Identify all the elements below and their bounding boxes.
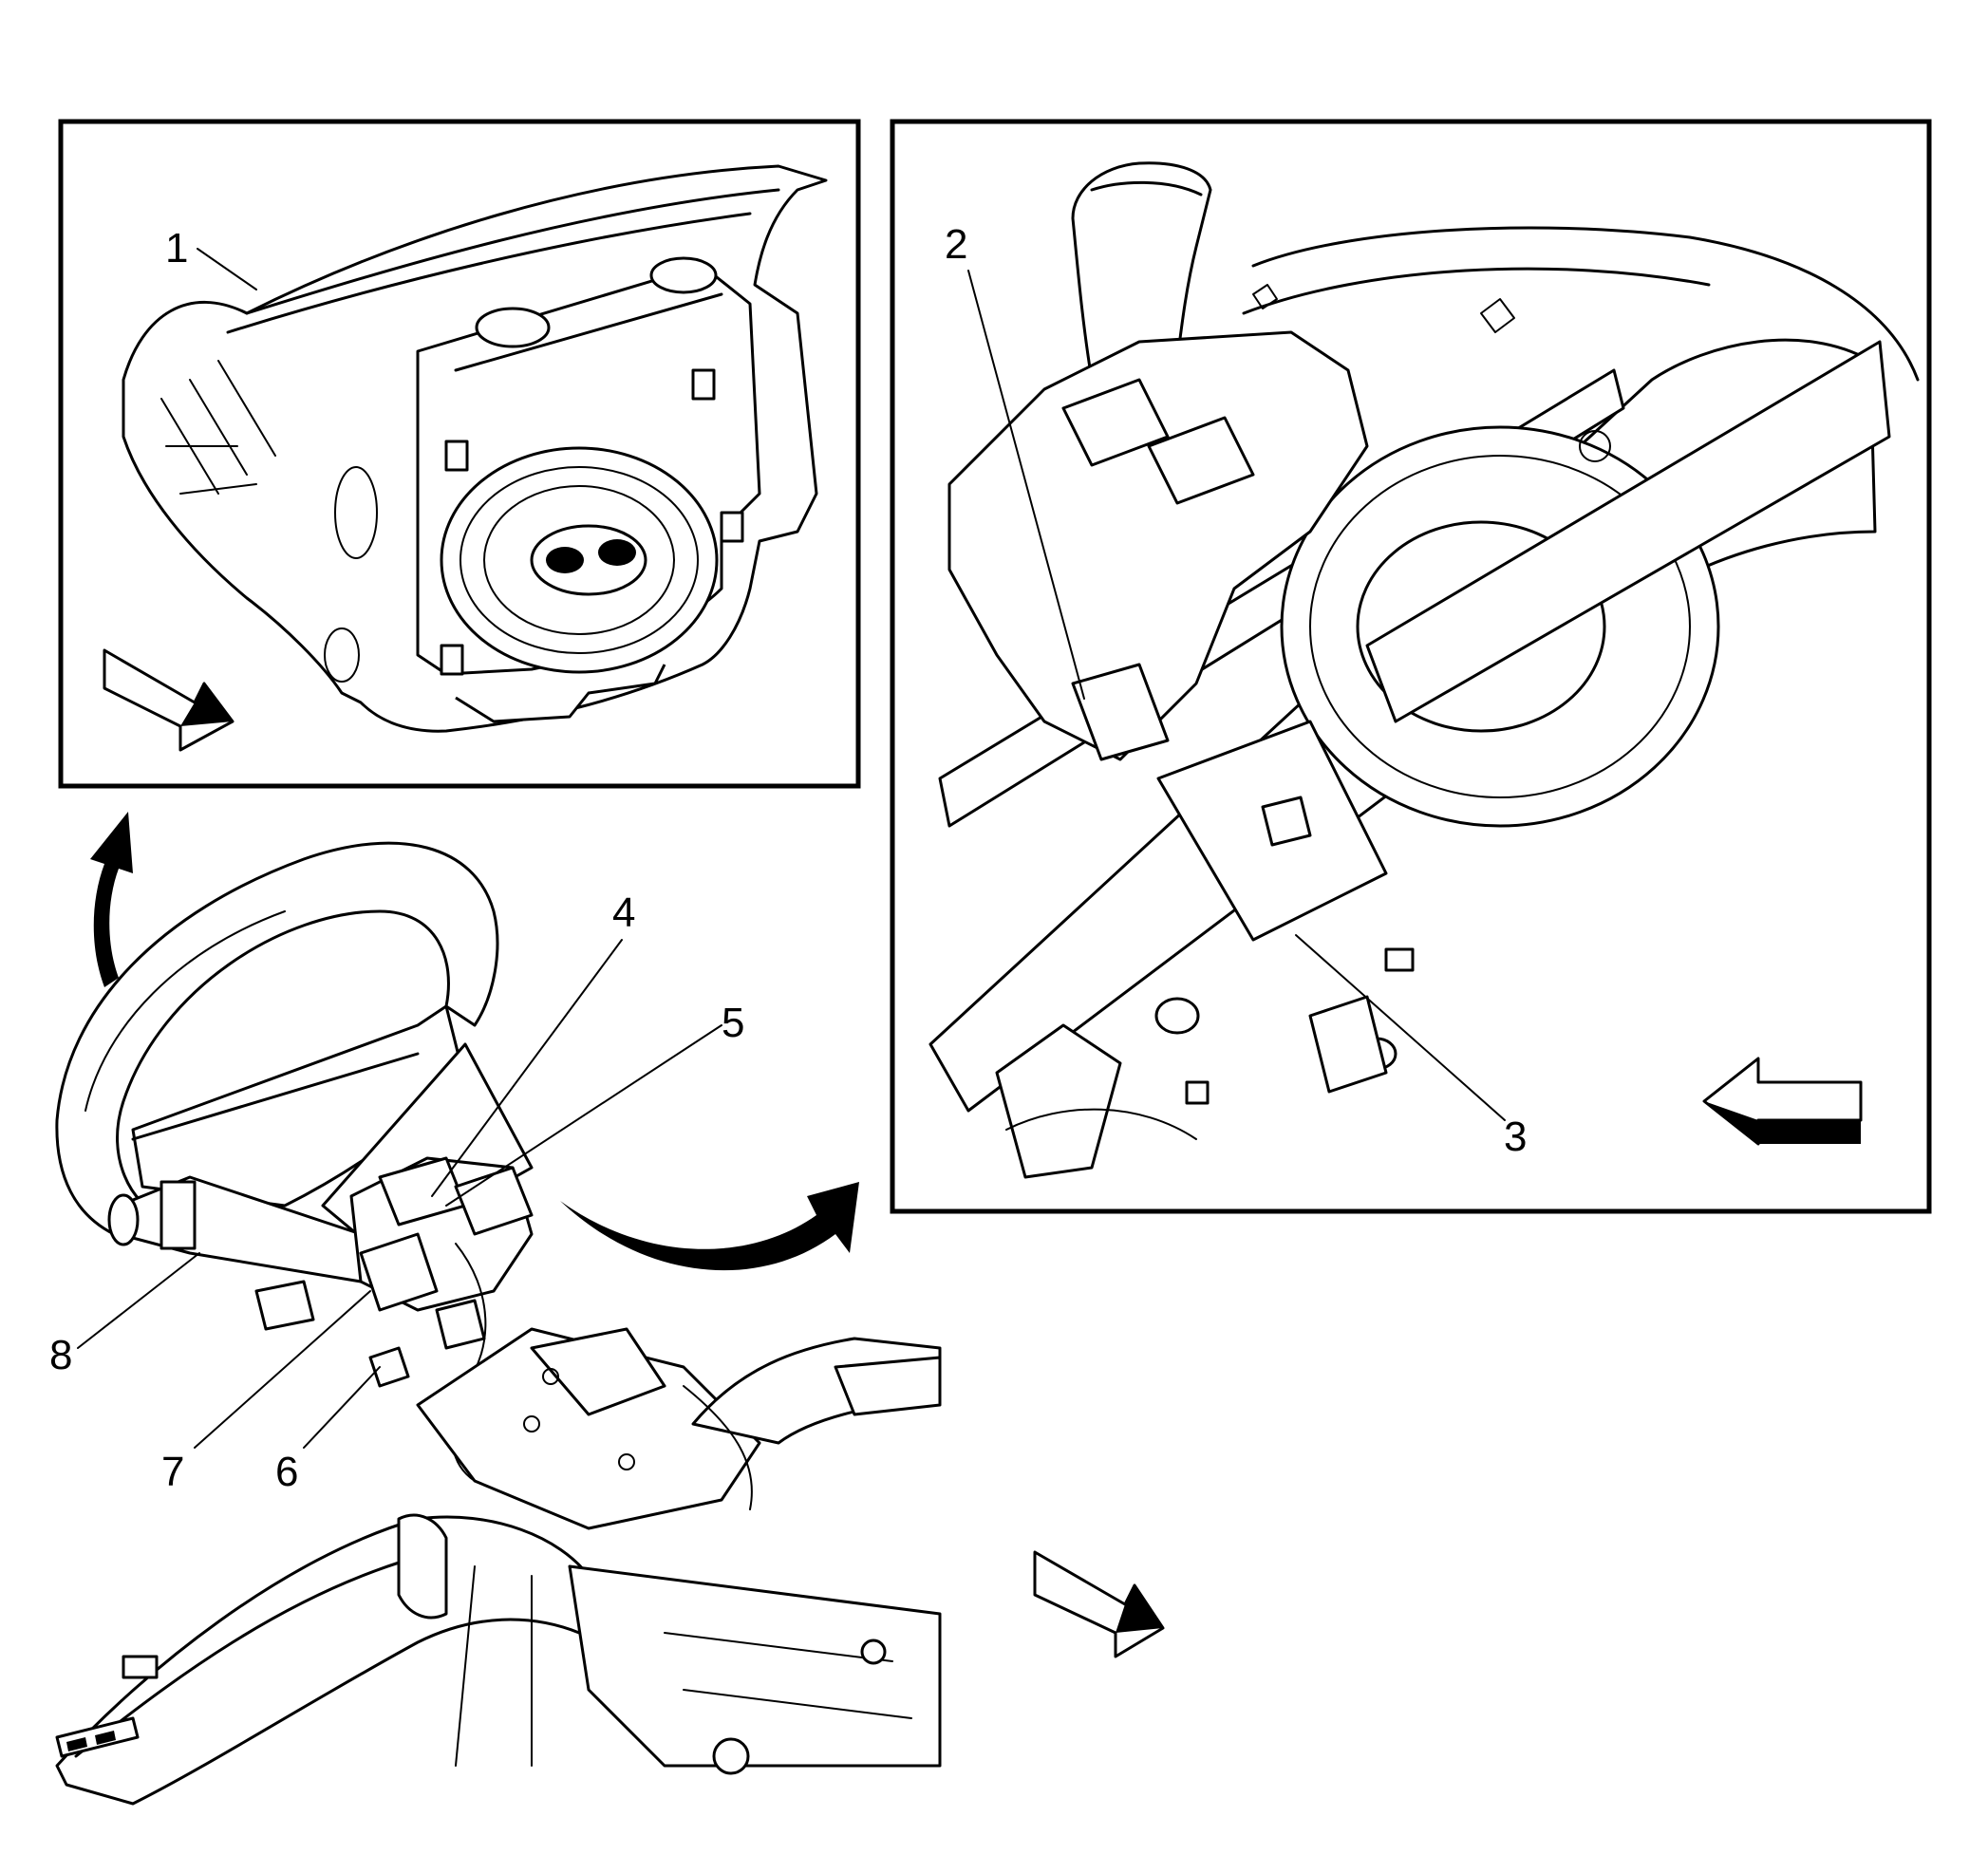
view-direction-arrow-icon (103, 648, 234, 752)
callout-8-leader (77, 1252, 200, 1349)
callout-7-leader (194, 1290, 371, 1449)
clockspring-inset-frame (890, 119, 1932, 1214)
callout-5-leader (445, 1024, 722, 1207)
steering-column (416, 1327, 942, 1530)
callout-4-leader (431, 939, 623, 1197)
view-direction-arrow-icon (1702, 1057, 1863, 1146)
callout-4-label: 4 (612, 890, 635, 936)
airbag-inset-frame (58, 119, 861, 789)
callout-1-leader (197, 248, 257, 290)
airbag-inset: 1 (58, 119, 861, 789)
clockspring-detail (928, 161, 1920, 1179)
callout-1-label: 1 (165, 225, 188, 272)
turn-signal-lever (107, 1175, 363, 1283)
clockspring-cluster (254, 1156, 534, 1482)
callout-5-label: 5 (722, 1000, 744, 1046)
callout-7-label: 7 (161, 1449, 184, 1495)
callout-6-leader (303, 1366, 381, 1449)
view-direction-arrow-icon (1033, 1550, 1165, 1658)
steering-assembly-main-view: 4 5 6 7 8 (49, 812, 1165, 1806)
callout-2-label: 2 (945, 221, 967, 268)
callout-2-leader (967, 270, 1085, 700)
callout-3-leader (1295, 934, 1506, 1121)
curved-arrow-icon (90, 812, 133, 987)
clockspring-inset: 2 3 (890, 119, 1932, 1214)
curved-arrow-icon (560, 1182, 859, 1271)
callout-8-label: 8 (49, 1332, 72, 1378)
callout-3-label: 3 (1504, 1114, 1527, 1160)
airbag-module (122, 164, 828, 733)
dashboard-crossbar (55, 1513, 942, 1806)
callout-6-label: 6 (275, 1449, 298, 1495)
